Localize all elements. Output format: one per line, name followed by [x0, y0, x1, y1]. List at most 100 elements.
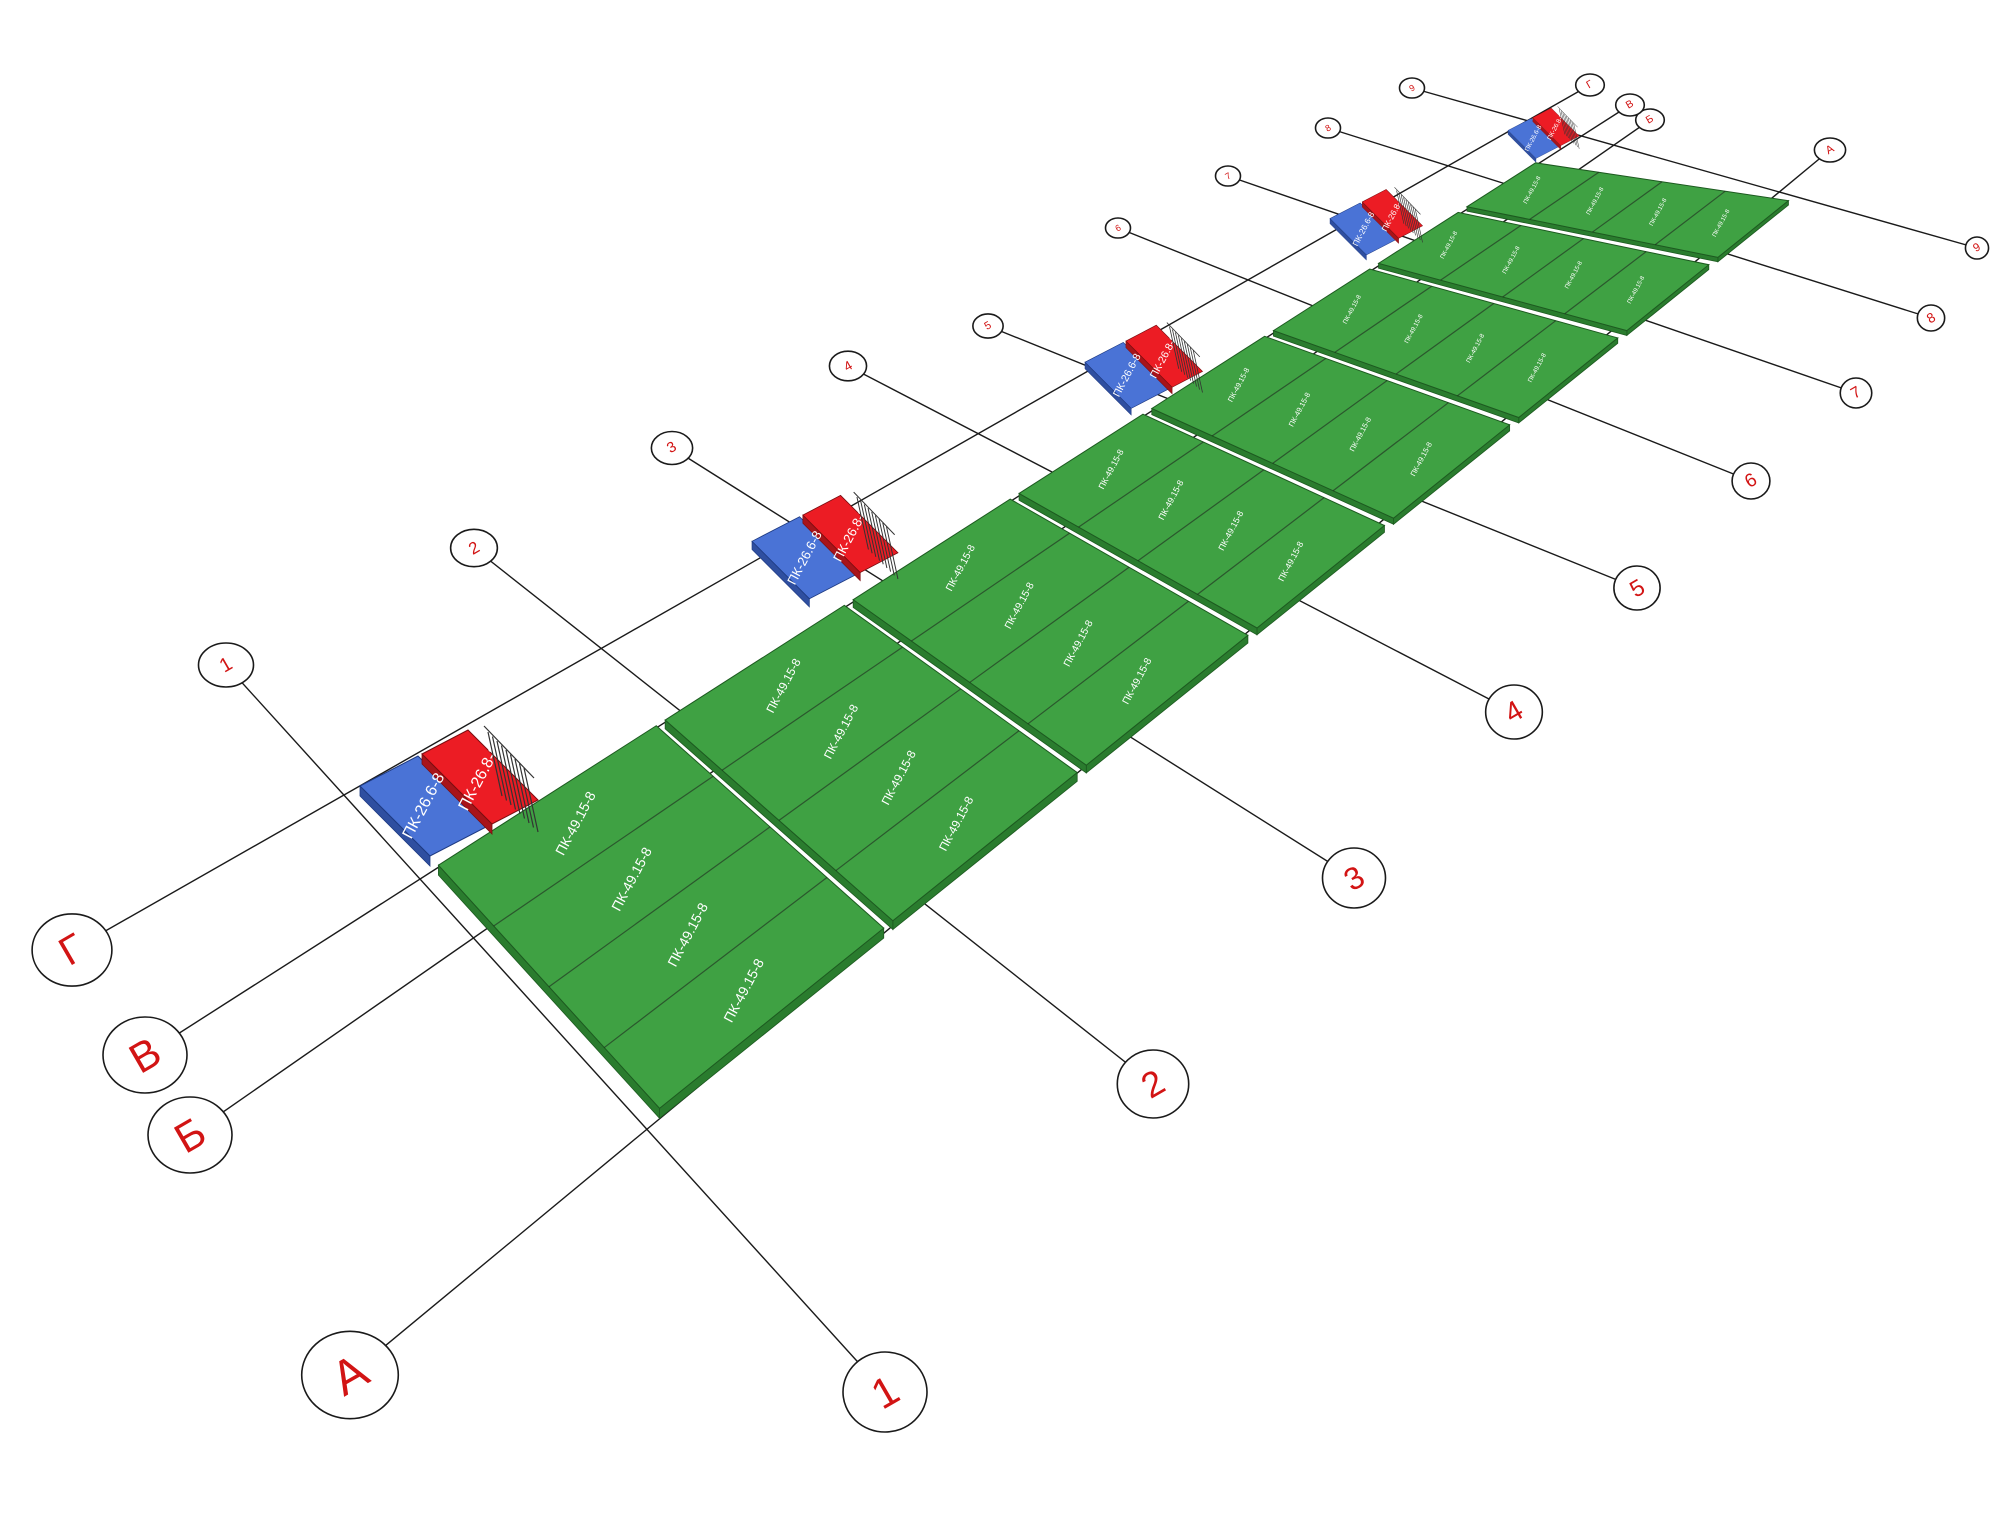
stair-baluster [1189, 347, 1200, 390]
stair-baluster [871, 511, 884, 565]
stair-baluster [487, 731, 503, 797]
floor-slab-bay [1272, 268, 1619, 419]
panel-seam [1654, 190, 1726, 246]
floor-slab-bay [437, 725, 885, 1110]
panel-seam [1027, 600, 1189, 725]
stair-baluster [1562, 112, 1569, 139]
stair-baluster [1560, 110, 1567, 137]
stair-baluster [1414, 209, 1423, 243]
floor-slab-bay [852, 498, 1249, 766]
panel-seam [1592, 181, 1663, 233]
axis-bubble-letter [102, 1016, 188, 1094]
stair-baluster [1403, 197, 1412, 231]
stair-baluster [1573, 123, 1580, 149]
stair-handrail [483, 725, 535, 779]
stair-baluster [1566, 115, 1573, 142]
panel-seam [1457, 320, 1557, 397]
axis-bubble-far [1314, 117, 1342, 139]
axis-bubble-near [1321, 847, 1387, 909]
stair-handrail [853, 491, 896, 536]
stair-baluster [1567, 117, 1575, 144]
stair-slab-red [1125, 324, 1204, 388]
stair-baluster [1183, 341, 1194, 384]
stair-slab-red [1532, 107, 1580, 146]
panel-seam [548, 826, 771, 988]
axis-bubble-letter-far [1614, 93, 1646, 117]
axis-bubble-letter [31, 913, 113, 987]
axis-bubble-letter-far [1634, 108, 1666, 132]
stair-baluster [491, 736, 508, 801]
axis-bubble-far [1398, 77, 1426, 99]
axis-bubble-far [1104, 217, 1132, 239]
floor-slab-bay [1018, 413, 1386, 629]
axis-bubble-far [972, 313, 1004, 339]
stair-handrail [1166, 322, 1201, 358]
grid-axis-line [1411, 87, 1978, 249]
axis-bubble-far [1214, 165, 1242, 187]
panel-seam [1529, 171, 1600, 220]
stair-baluster [867, 508, 880, 561]
panel-seam [1502, 238, 1584, 298]
stair-baluster [1169, 326, 1180, 369]
stair-slab-red [802, 494, 899, 573]
axis-bubble-near [1613, 565, 1661, 611]
stair-slab-red [1361, 189, 1423, 239]
panel-seam [1197, 497, 1325, 595]
stair-handrail [1394, 187, 1421, 215]
stair-baluster [882, 522, 895, 576]
stair-baluster [1400, 195, 1409, 229]
axis-label: 9 [1407, 82, 1416, 93]
axis-bubble-near [1484, 684, 1544, 740]
panel-seam [835, 730, 1020, 872]
panel-seam [493, 775, 714, 927]
axis-label: 8 [1323, 122, 1332, 133]
axis-bubble-far [197, 642, 255, 688]
panel-seam [1334, 285, 1433, 353]
stair-baluster [1172, 329, 1183, 372]
axis-bubble-near [1964, 236, 1990, 260]
floor-slab-bay [1377, 211, 1710, 332]
stair-baluster [860, 500, 873, 554]
stair-baluster [1398, 192, 1407, 227]
stair-baluster [509, 754, 526, 819]
axis-bubble-letter [300, 1330, 400, 1420]
stair-slab-red [421, 729, 539, 825]
stair-baluster [1178, 335, 1189, 378]
axis-label: 9 [1971, 241, 1983, 255]
stair-baluster [518, 763, 535, 828]
stair-baluster [885, 526, 899, 580]
stair-baluster [1569, 119, 1576, 146]
stair-baluster [878, 519, 892, 572]
stair-baluster [1186, 344, 1197, 387]
stair-baluster [874, 515, 888, 569]
stair-baluster [500, 745, 517, 810]
panel-seam [1211, 357, 1327, 437]
panel-seam [1137, 469, 1265, 562]
stair-baluster [1410, 204, 1419, 238]
stair-baluster [505, 749, 521, 815]
axis-bubble-letter [147, 1096, 233, 1174]
stair-baluster [1396, 190, 1405, 224]
axis-label: Г [1585, 79, 1596, 92]
stair-baluster [1564, 114, 1571, 140]
grid-axis-line [225, 664, 886, 1393]
axis-label: В [1624, 98, 1636, 111]
stair-baluster [1180, 338, 1191, 381]
stair-baluster [1412, 206, 1421, 241]
axis-bubble-letter-far [1574, 73, 1606, 97]
stair-baluster [1175, 332, 1186, 375]
axis-bubble-far [650, 430, 694, 466]
axis-label: Б [1644, 113, 1656, 126]
stair-baluster [856, 496, 869, 550]
panel-seam [721, 646, 903, 771]
stair-baluster [1407, 202, 1416, 236]
axis-label: 6 [1113, 222, 1122, 233]
stair-baluster [863, 504, 877, 558]
